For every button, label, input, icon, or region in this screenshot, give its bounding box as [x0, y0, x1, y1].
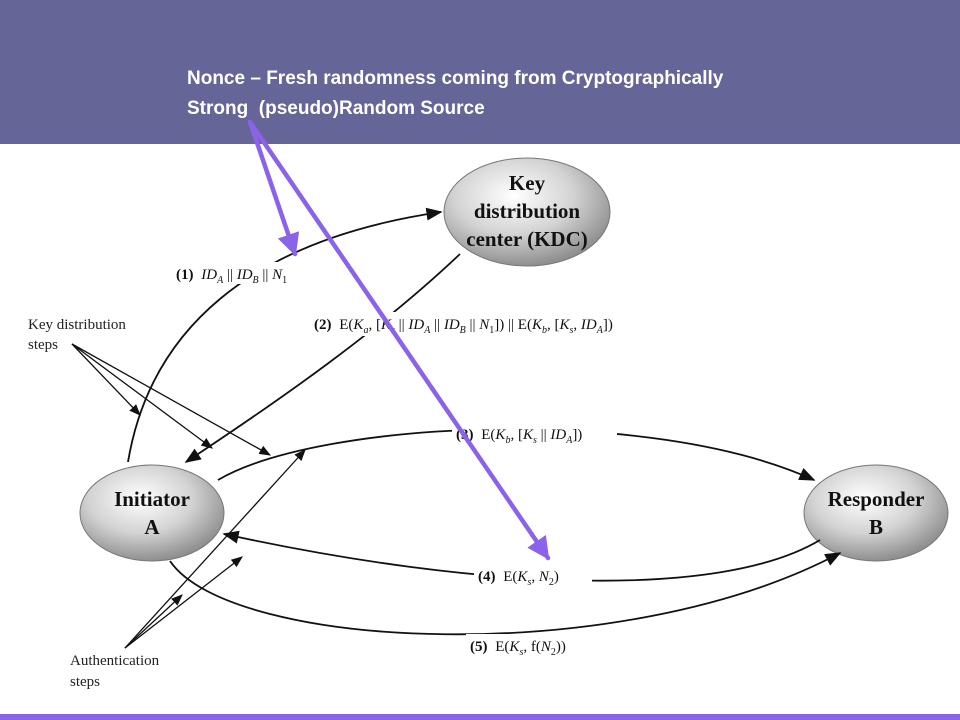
key-distribution-pointers [71, 343, 272, 456]
message-2-label: (2) E(Ka, [Ks || IDA || IDB || N1]) || E… [314, 317, 613, 336]
message-5-number: (5) [470, 639, 488, 655]
responder-label-1: Responder [828, 487, 925, 511]
kdc-label-1: Key [509, 171, 546, 195]
arrow-step-5 [169, 552, 842, 636]
message-1-label: (1) IDA || IDB || N1 [176, 267, 287, 286]
key-distribution-label-2: steps [28, 337, 58, 353]
message-1-number: (1) [176, 267, 194, 283]
banner-line-1: Nonce – Fresh randomness coming from Cry… [187, 68, 724, 89]
arrow-step-1 [127, 207, 443, 463]
kdc-label-3: center (KDC) [466, 227, 587, 251]
message-4-label: (4) E(Ks, N2) [478, 569, 559, 588]
kdc-node: Key distribution center (KDC) [443, 157, 611, 267]
authentication-label-1: Authentication [70, 653, 160, 669]
banner-line-2: Strong (pseudo)Random Source [187, 98, 485, 119]
kdc-label-2: distribution [474, 199, 581, 223]
bottom-accent-bar [0, 714, 960, 720]
responder-label-2: B [869, 515, 883, 539]
nonce-annotation-arrows [247, 119, 551, 561]
authentication-label-2: steps [70, 674, 100, 690]
message-2-number: (2) [314, 317, 332, 333]
banner-text: Nonce – Fresh randomness coming from Cry… [187, 64, 927, 124]
message-3-label: (3) E(Kb, [Ks || IDA]) [456, 427, 582, 446]
message-4-number: (4) [478, 569, 496, 585]
initiator-label-2: A [144, 515, 160, 539]
key-distribution-label-1: Key distribution [28, 317, 126, 333]
responder-node: Responder B [803, 464, 949, 562]
initiator-node: Initiator A [79, 464, 225, 562]
initiator-label-1: Initiator [114, 487, 190, 511]
title-banner: Nonce – Fresh randomness coming from Cry… [0, 0, 960, 144]
arrow-step-2 [184, 253, 461, 463]
authentication-pointers [124, 449, 306, 649]
message-5-label: (5) E(Ks, f(N2)) [470, 639, 566, 658]
